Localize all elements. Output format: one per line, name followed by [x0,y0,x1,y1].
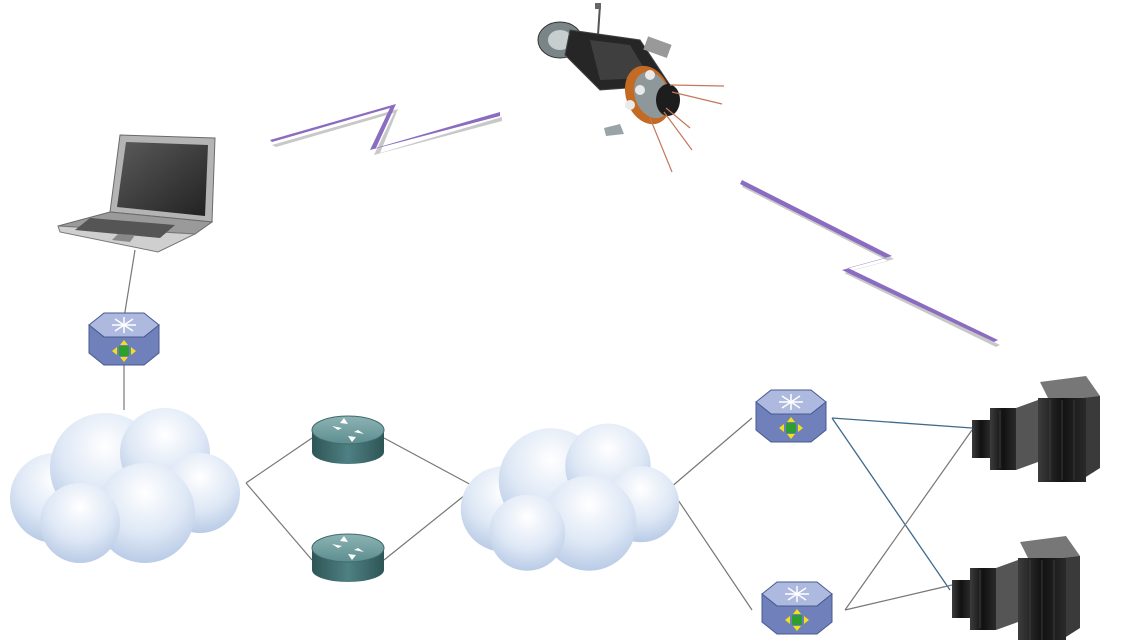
network-cloud-icon [10,408,240,563]
link-switch-top-server-bottom [831,417,951,591]
link-router-top-cloud-right [383,437,476,488]
multilayer-switch-icon [761,581,833,635]
network-cloud-icon [460,423,680,571]
satellite-icon [537,3,725,173]
link-switch-top-server-top [831,417,973,429]
link-cloud-left-router-bottom [245,482,313,561]
server-rack-icon [951,535,1081,640]
server-rack-icon [971,375,1101,483]
link-switch-bottom-server-top [844,429,973,611]
router-icon [311,415,385,465]
laptop-icon [57,134,216,253]
wireless-links [270,104,1000,347]
link-switch-bottom-server-bottom [844,584,953,611]
wired-links [123,249,973,611]
link-router-bottom-cloud-right [383,486,476,561]
link-laptop-switch [123,249,136,319]
multilayer-switch-icon [755,389,827,443]
wireless-link-satellite-server [740,180,1000,347]
router-icon [311,533,385,583]
wireless-link-laptop-satellite [270,104,502,155]
link-cloud-left-router-top [245,437,313,484]
multilayer-switch-icon [88,312,160,366]
link-cloud-right-switch-top [669,417,753,489]
link-cloud-right-switch-bottom [669,487,753,611]
